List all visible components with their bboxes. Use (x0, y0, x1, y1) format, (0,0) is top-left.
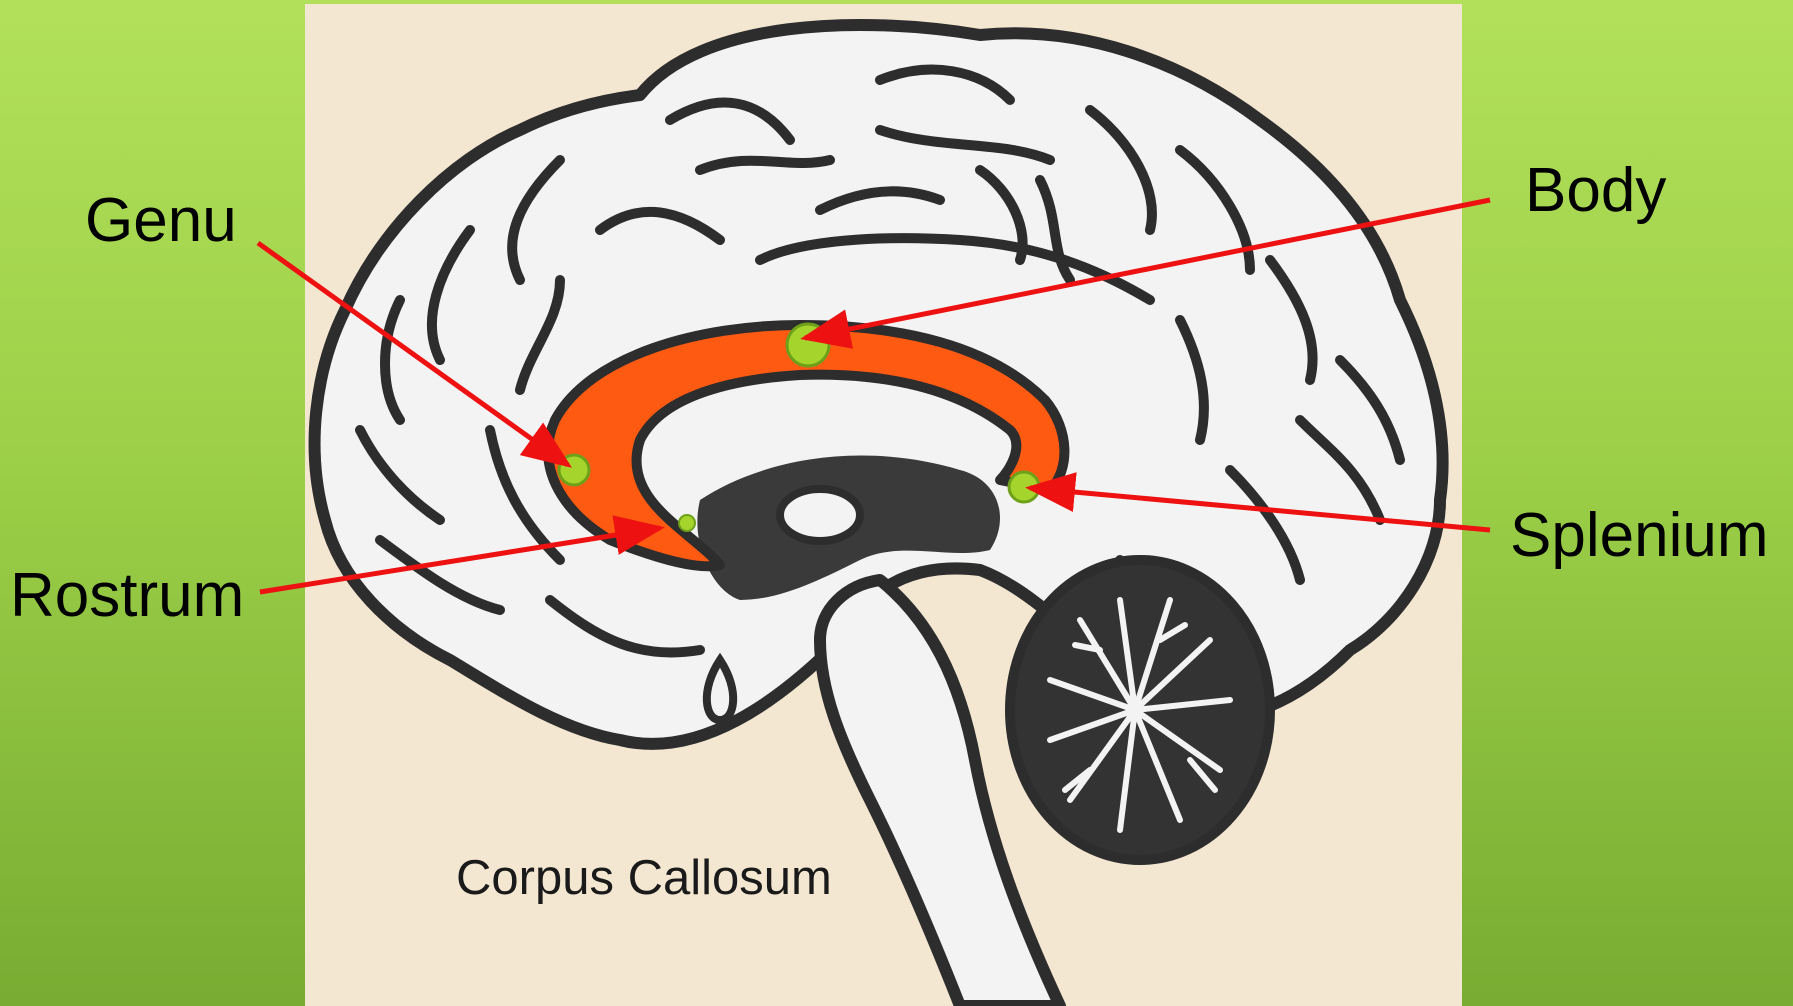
body-marker (787, 324, 829, 366)
pituitary (707, 660, 733, 720)
body-label: Body (1525, 160, 1666, 222)
genu-label: Genu (85, 190, 237, 252)
thalamus (780, 489, 860, 541)
diagram-caption: Corpus Callosum (456, 850, 832, 906)
splenium-label: Splenium (1510, 505, 1768, 567)
rostrum-label: Rostrum (10, 565, 244, 627)
rostrum-marker (679, 515, 695, 531)
